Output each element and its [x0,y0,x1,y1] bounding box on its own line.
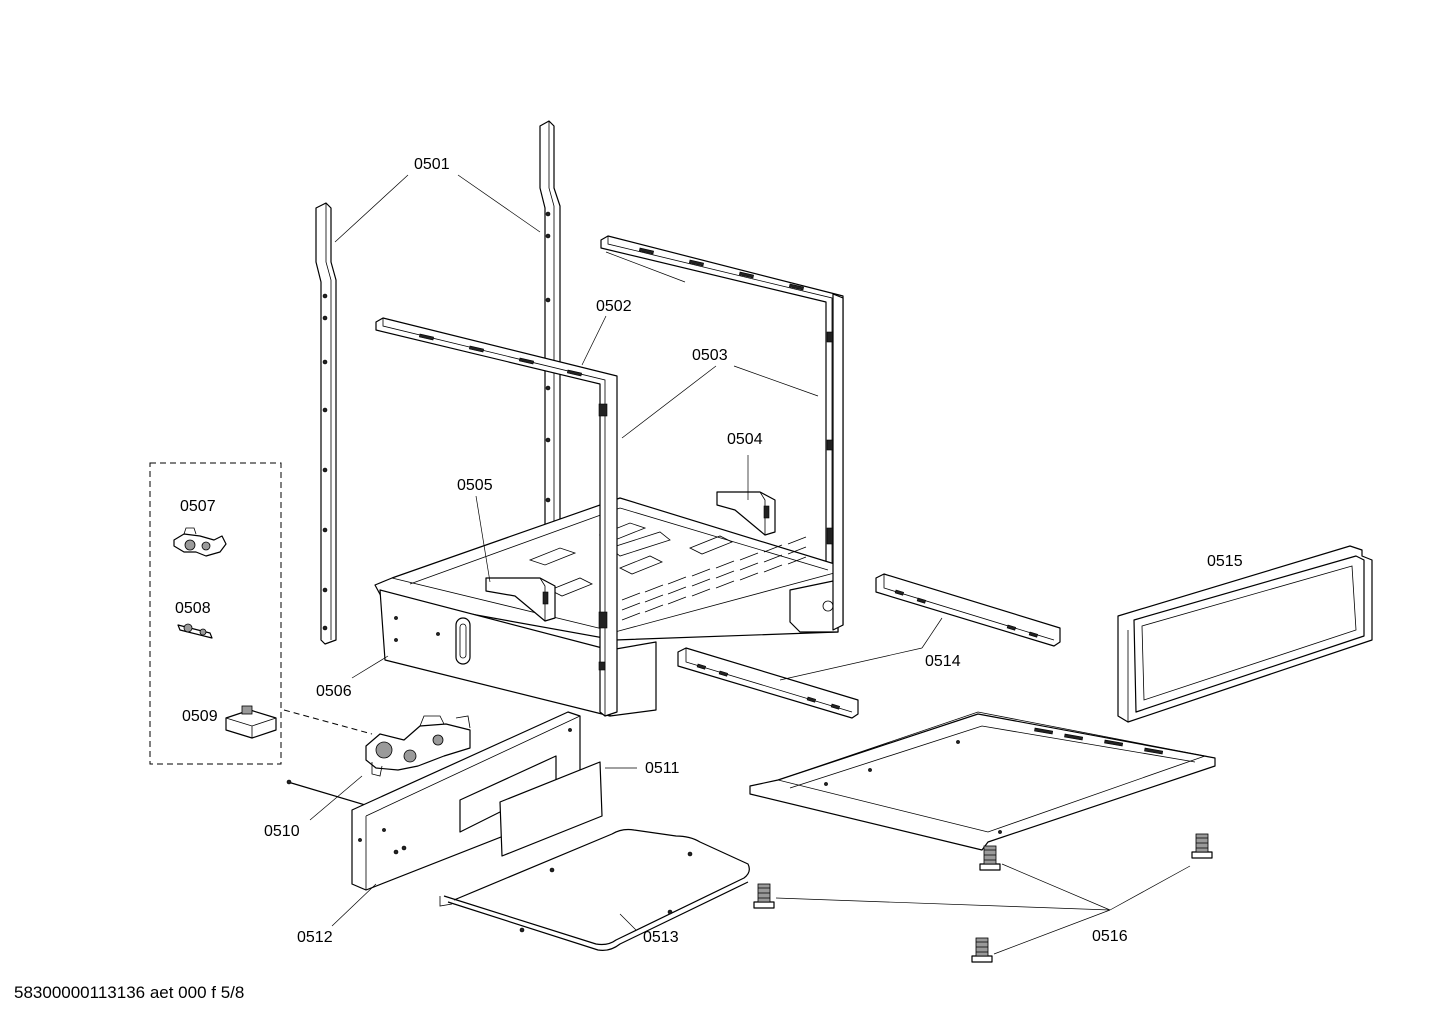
part-0515-panel [1117,545,1373,723]
foot-4 [971,937,993,963]
label-0503: 0503 [692,347,728,364]
part-0501-right-post [539,120,561,541]
part-0503-front-frame [375,293,844,717]
part-0505-bracket [485,577,556,622]
label-0509: 0509 [182,708,218,725]
part-0513-wire-frame [439,828,750,951]
foot-1 [753,883,775,909]
label-0513: 0513 [643,929,679,946]
foot-3 [1191,833,1213,859]
part-0514-lower-rail [677,647,859,719]
label-0511: 0511 [645,760,680,777]
label-0515: 0515 [1207,553,1243,570]
parts-group-box [149,462,282,765]
part-0501-left-post [315,202,337,645]
document-footer: 58300000113136 aet 000 f 5/8 [14,983,244,1002]
group-connector-line [283,709,373,735]
part-0516-feet [753,833,1213,963]
label-0516: 0516 [1092,928,1128,945]
label-0505: 0505 [457,477,493,494]
label-0501: 0501 [414,156,450,173]
label-0504: 0504 [727,431,763,448]
part-0509-switch [225,705,277,739]
label-0508: 0508 [175,600,211,617]
label-0507: 0507 [180,498,216,515]
part-0504-bracket [716,491,776,536]
label-0506: 0506 [316,683,352,700]
foot-2 [979,845,1001,871]
part-0507-valve [173,527,227,557]
label-0502: 0502 [596,298,632,315]
part-gas-valve-assembly [365,715,471,777]
part-0514-upper-rail [875,573,1061,647]
part-0511-plate [499,761,603,857]
label-0510: 0510 [264,823,300,840]
label-0512: 0512 [297,929,333,946]
part-base-frame [749,711,1216,851]
part-0506-front-box [379,589,657,717]
leader-lines [309,174,1191,955]
label-0514: 0514 [925,653,961,670]
part-0508-pin [177,623,213,639]
